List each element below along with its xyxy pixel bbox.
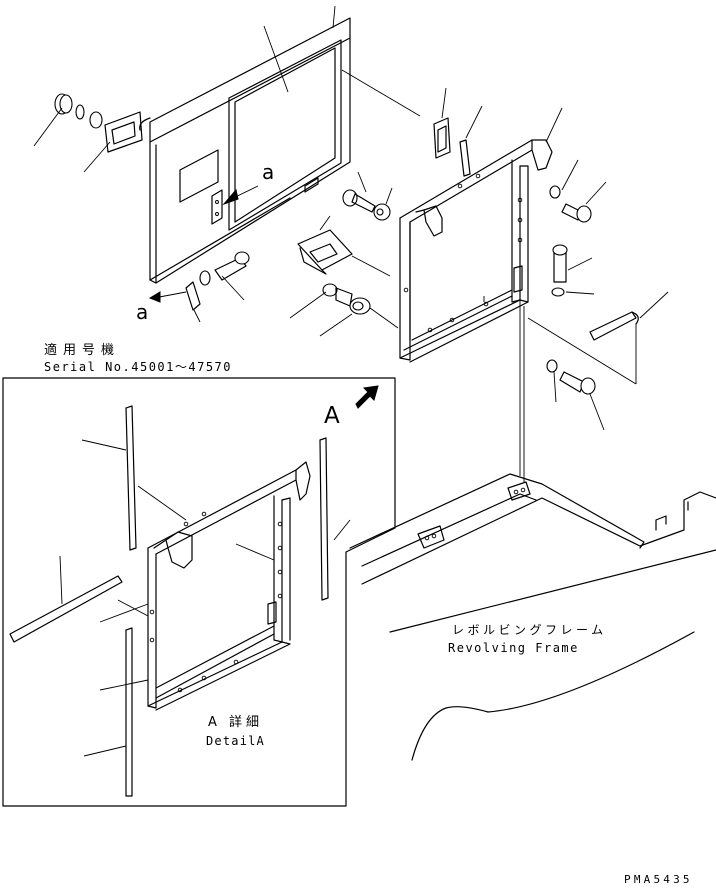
detail-caption-en: DetailA xyxy=(206,734,265,748)
revolving-frame-label-en: Revolving Frame xyxy=(448,641,579,655)
main-frame xyxy=(399,107,563,363)
right-bolts xyxy=(546,159,607,431)
arrow-label-a-lower: a xyxy=(136,300,149,324)
view-marker-a: A xyxy=(324,403,340,429)
center-bracket-parts xyxy=(289,215,399,337)
view-arrow-upper xyxy=(222,185,259,206)
arrow-label-a-upper: a xyxy=(262,160,275,184)
upper-brackets xyxy=(433,87,483,177)
center-bolts xyxy=(342,171,393,221)
latch-parts xyxy=(54,93,143,153)
view-arrow-a xyxy=(355,385,379,409)
detail-caption-jp: A 詳細 xyxy=(208,715,264,730)
cover-panel xyxy=(139,17,351,284)
detail-box xyxy=(2,377,396,807)
applicable-models-jp: 適用号機 xyxy=(44,343,121,358)
revolving-frame-outline xyxy=(349,473,716,761)
connector-lines xyxy=(519,300,525,482)
detail-strips xyxy=(9,405,351,797)
revolving-frame-label-jp: レボルビングフレーム xyxy=(452,623,607,637)
serial-number-range: Serial No.45001～47570 xyxy=(44,360,232,374)
detail-frame xyxy=(99,461,311,711)
leader-lines-left xyxy=(33,5,421,173)
drawing-code: PMA5435 xyxy=(624,873,693,886)
lock-pin xyxy=(527,291,669,385)
hinge-parts xyxy=(148,251,250,323)
